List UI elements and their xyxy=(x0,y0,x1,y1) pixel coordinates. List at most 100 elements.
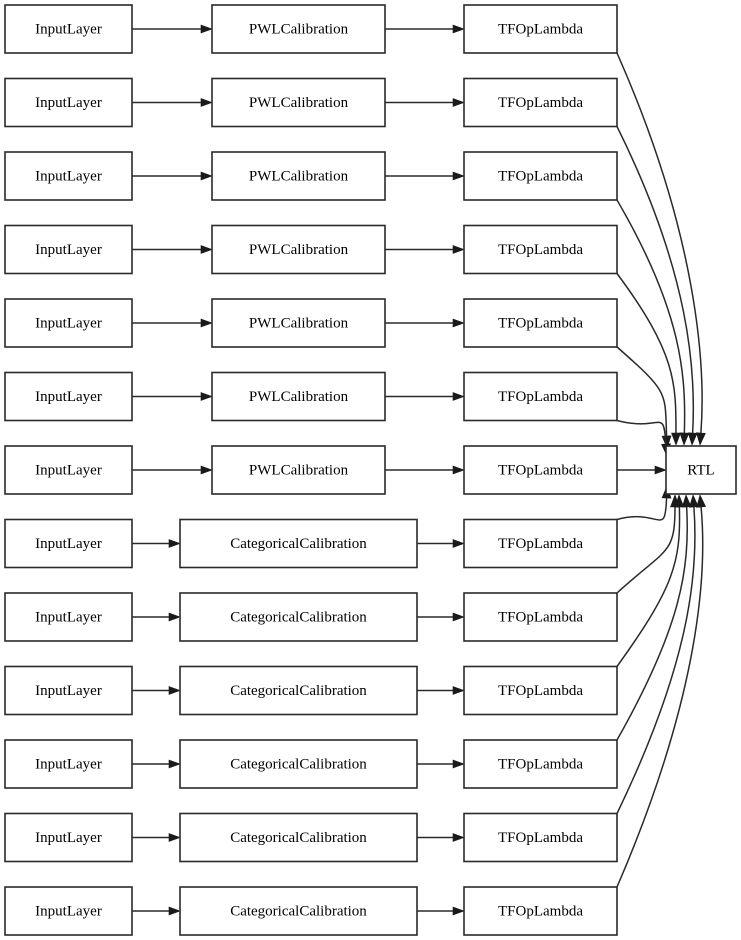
node-tfoplambda-13[interactable]: TFOpLambda xyxy=(463,886,618,936)
node-input-layer-3-label: InputLayer xyxy=(35,168,102,184)
node-pwl-calibration-7-rect xyxy=(211,445,386,495)
node-pwl-calibration-2-rect xyxy=(211,77,386,128)
edge-lambda-to-rtl-5-line xyxy=(616,346,668,437)
node-tfoplambda-3-rect xyxy=(463,151,618,201)
edge-lambda-to-rtl-4-line xyxy=(616,273,677,434)
node-input-layer-3-rect xyxy=(4,151,133,201)
node-tfoplambda-6[interactable]: TFOpLambda xyxy=(463,371,618,422)
edge-calibration-to-lambda-7-arrowhead xyxy=(452,465,465,475)
node-input-layer-6[interactable]: InputLayer xyxy=(4,371,133,422)
node-tfoplambda-3-label: TFOpLambda xyxy=(498,168,583,184)
node-tfoplambda-8[interactable]: TFOpLambda xyxy=(463,518,618,569)
node-tfoplambda-2[interactable]: TFOpLambda xyxy=(463,77,618,128)
node-pwl-calibration-2[interactable]: PWLCalibration xyxy=(211,77,386,128)
node-tfoplambda-1[interactable]: TFOpLambda xyxy=(463,4,618,54)
edge-input-to-calibration-10-arrowhead xyxy=(168,686,181,695)
edge-lambda-to-rtl-10 xyxy=(616,494,685,667)
node-tfoplambda-7-rect xyxy=(463,445,618,495)
edge-lambda-to-rtl-1-line xyxy=(616,52,703,434)
node-pwl-calibration-4[interactable]: PWLCalibration xyxy=(211,224,386,275)
node-tfoplambda-12-rect xyxy=(463,812,618,863)
node-pwl-calibration-5[interactable]: PWLCalibration xyxy=(211,298,386,348)
node-rtl-rect xyxy=(665,445,737,495)
node-input-layer-10[interactable]: InputLayer xyxy=(4,665,133,716)
edge-lambda-to-rtl-3 xyxy=(616,199,690,446)
node-tfoplambda-5[interactable]: TFOpLambda xyxy=(463,298,618,348)
node-pwl-calibration-5-rect xyxy=(211,298,386,348)
node-input-layer-5-label: InputLayer xyxy=(35,315,102,331)
edge-input-to-calibration-3-arrowhead xyxy=(200,171,213,181)
node-categorical-calibration-13-label: CategoricalCalibration xyxy=(230,903,367,919)
node-pwl-calibration-1-rect xyxy=(211,4,386,54)
edge-lambda-to-rtl-11-arrowhead xyxy=(681,494,692,508)
edge-lambda-to-rtl-11-line xyxy=(616,506,688,741)
edge-lambda-to-rtl-5 xyxy=(616,346,672,449)
node-input-layer-5[interactable]: InputLayer xyxy=(4,298,133,348)
edge-input-to-calibration-9-arrowhead xyxy=(168,612,181,622)
node-tfoplambda-4[interactable]: TFOpLambda xyxy=(463,224,618,275)
edge-lambda-to-rtl-4-arrowhead xyxy=(671,432,681,446)
node-input-layer-8[interactable]: InputLayer xyxy=(4,518,133,569)
edge-lambda-to-rtl-13-arrowhead xyxy=(696,494,707,508)
node-input-layer-4-label: InputLayer xyxy=(35,242,102,258)
node-input-layer-3[interactable]: InputLayer xyxy=(4,151,133,201)
node-input-layer-2[interactable]: InputLayer xyxy=(4,77,133,128)
node-input-layer-4[interactable]: InputLayer xyxy=(4,224,133,275)
node-tfoplambda-11[interactable]: TFOpLambda xyxy=(463,739,618,789)
node-tfoplambda-1-label: TFOpLambda xyxy=(498,21,583,37)
node-categorical-calibration-11[interactable]: CategoricalCalibration xyxy=(179,739,418,789)
node-rtl[interactable]: RTL xyxy=(665,445,737,495)
node-input-layer-13[interactable]: InputLayer xyxy=(4,886,133,936)
edge-lambda-to-rtl-7-arrowhead xyxy=(654,465,667,475)
node-input-layer-9-rect xyxy=(4,592,133,642)
node-input-layer-11-label: InputLayer xyxy=(35,756,102,772)
edge-lambda-to-rtl-4 xyxy=(616,273,681,446)
node-categorical-calibration-10[interactable]: CategoricalCalibration xyxy=(179,665,418,716)
node-tfoplambda-13-label: TFOpLambda xyxy=(498,903,583,919)
node-pwl-calibration-6[interactable]: PWLCalibration xyxy=(211,371,386,422)
node-pwl-calibration-3[interactable]: PWLCalibration xyxy=(211,151,386,201)
node-tfoplambda-12[interactable]: TFOpLambda xyxy=(463,812,618,863)
edge-input-to-calibration-11-arrowhead xyxy=(168,759,181,769)
node-tfoplambda-10-label: TFOpLambda xyxy=(498,683,583,699)
edge-lambda-to-rtl-8 xyxy=(616,485,672,521)
edge-calibration-to-lambda-3-arrowhead xyxy=(452,171,465,181)
node-pwl-calibration-3-rect xyxy=(211,151,386,201)
node-tfoplambda-1-rect xyxy=(463,4,618,54)
edge-lambda-to-rtl-12-arrowhead xyxy=(688,494,699,508)
node-categorical-calibration-8[interactable]: CategoricalCalibration xyxy=(179,518,418,569)
node-tfoplambda-10[interactable]: TFOpLambda xyxy=(463,665,618,716)
node-input-layer-1[interactable]: InputLayer xyxy=(4,4,133,54)
node-input-layer-9-label: InputLayer xyxy=(35,609,102,625)
edge-lambda-to-rtl-2-arrowhead xyxy=(687,432,698,446)
node-pwl-calibration-6-rect xyxy=(211,371,386,422)
node-pwl-calibration-7-label: PWLCalibration xyxy=(249,462,349,478)
edges-layer xyxy=(132,24,707,916)
edge-lambda-to-rtl-12 xyxy=(616,494,699,814)
node-input-layer-9[interactable]: InputLayer xyxy=(4,592,133,642)
node-categorical-calibration-12[interactable]: CategoricalCalibration xyxy=(179,812,418,863)
node-tfoplambda-9[interactable]: TFOpLambda xyxy=(463,592,618,642)
node-categorical-calibration-9-label: CategoricalCalibration xyxy=(230,609,367,625)
edge-calibration-to-lambda-6-arrowhead xyxy=(452,392,465,401)
node-tfoplambda-7[interactable]: TFOpLambda xyxy=(463,445,618,495)
node-categorical-calibration-13[interactable]: CategoricalCalibration xyxy=(179,886,418,936)
node-pwl-calibration-3-label: PWLCalibration xyxy=(249,168,349,184)
node-pwl-calibration-7[interactable]: PWLCalibration xyxy=(211,445,386,495)
node-input-layer-7[interactable]: InputLayer xyxy=(4,445,133,495)
node-input-layer-11[interactable]: InputLayer xyxy=(4,739,133,789)
node-input-layer-12[interactable]: InputLayer xyxy=(4,812,133,863)
node-categorical-calibration-9[interactable]: CategoricalCalibration xyxy=(179,592,418,642)
edge-calibration-to-lambda-8-arrowhead xyxy=(452,539,465,548)
node-pwl-calibration-1[interactable]: PWLCalibration xyxy=(211,4,386,54)
node-input-layer-5-rect xyxy=(4,298,133,348)
node-tfoplambda-3[interactable]: TFOpLambda xyxy=(463,151,618,201)
node-input-layer-6-label: InputLayer xyxy=(35,389,102,405)
edge-input-to-calibration-6-arrowhead xyxy=(200,392,213,401)
edge-lambda-to-rtl-13-line xyxy=(616,506,704,888)
node-tfoplambda-12-label: TFOpLambda xyxy=(498,830,583,846)
edge-calibration-to-lambda-5-arrowhead xyxy=(452,318,465,328)
edge-lambda-to-rtl-9-line xyxy=(616,506,676,594)
